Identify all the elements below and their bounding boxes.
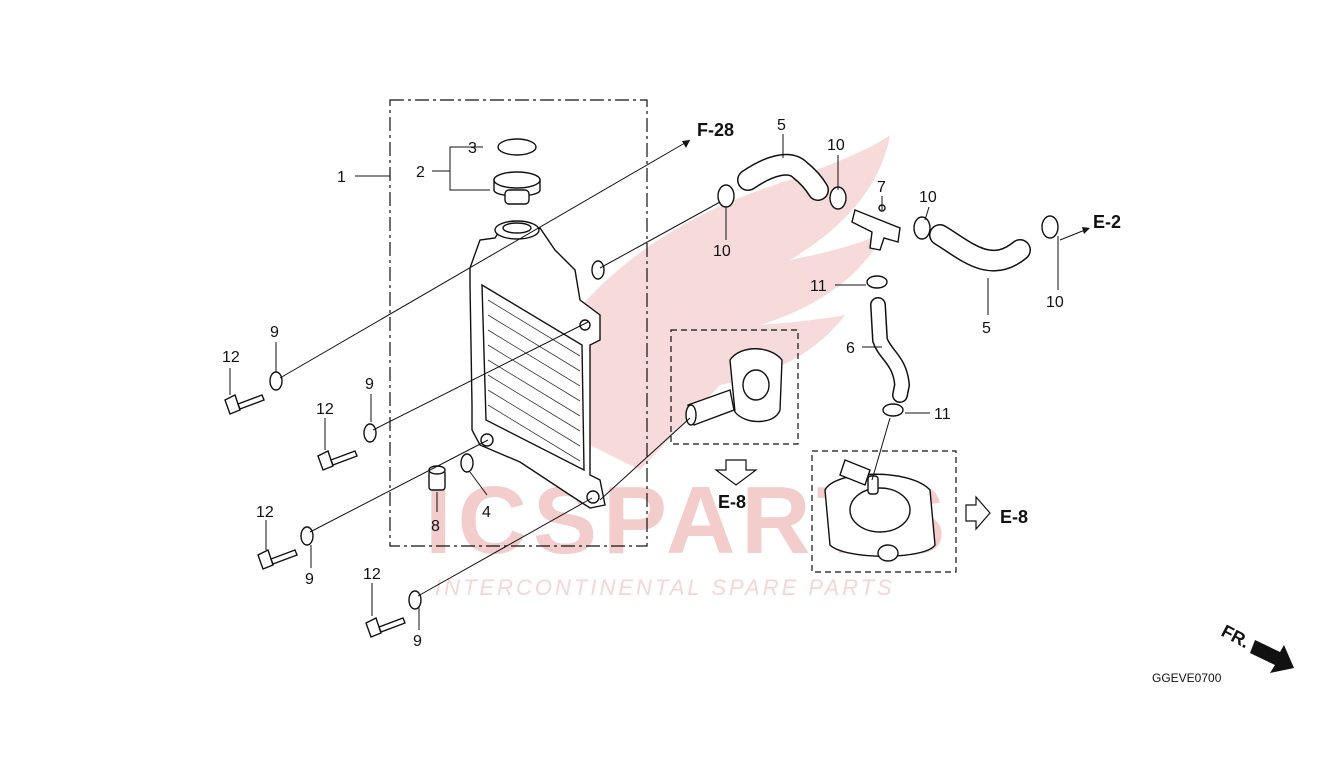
bypass-hose [870,297,911,403]
water-pump-boundary [811,450,957,573]
hose-clamps [717,184,1059,417]
callout-12-a: 12 [222,349,240,366]
ref-e8-pump: E-8 [1000,507,1028,527]
callout-12-d: 12 [363,566,381,583]
callout-10-b: 10 [827,137,845,154]
ref-e8-cover: E-8 [718,492,746,512]
lower-right-hose [929,224,1031,272]
callout-1: 1 [337,169,346,186]
arrow-down-icon [714,459,758,486]
thermostat-cover-boundary [670,329,799,445]
callout-4: 4 [482,504,491,521]
callout-11-a: 11 [810,278,827,295]
diagram-code: GGEVE0700 [1152,671,1222,685]
radiator-cap [493,138,541,205]
thermostat-cover [685,348,783,426]
callout-5-lower: 5 [982,320,991,337]
callout-8: 8 [431,518,440,535]
callout-10-a: 10 [713,243,731,260]
leader-lines [229,134,1090,630]
callout-10-d: 10 [1046,294,1064,311]
callout-12-b: 12 [316,401,334,418]
ref-e2: E-2 [1093,212,1121,232]
callout-9-a: 9 [270,324,279,341]
callout-9-c: 9 [305,571,314,588]
callout-5-upper: 5 [777,117,786,134]
watermark-tagline: INTERCONTINENTAL SPARE PARTS [435,575,895,600]
callout-6: 6 [846,340,855,357]
callout-12-c: 12 [256,504,274,521]
ref-f28: F-28 [697,120,734,140]
water-pump [824,459,936,562]
callout-9-b: 9 [365,376,374,393]
front-marker: FR. [1218,621,1294,673]
front-label: FR. [1218,621,1253,652]
callout-10-c: 10 [919,189,937,206]
bolts [224,371,422,638]
radiator-assembly-boundary [389,99,648,547]
front-arrow-icon [1250,640,1294,673]
callout-9-d: 9 [413,633,422,650]
upper-hose [737,153,829,201]
arrow-right-icon [965,495,991,531]
callout-7: 7 [877,179,886,196]
callout-3: 3 [468,140,477,157]
watermark-wing-icon [520,135,890,470]
hose-joint [851,204,901,251]
callout-2: 2 [416,164,425,181]
callout-11-b: 11 [934,406,951,423]
radiator [469,220,606,509]
